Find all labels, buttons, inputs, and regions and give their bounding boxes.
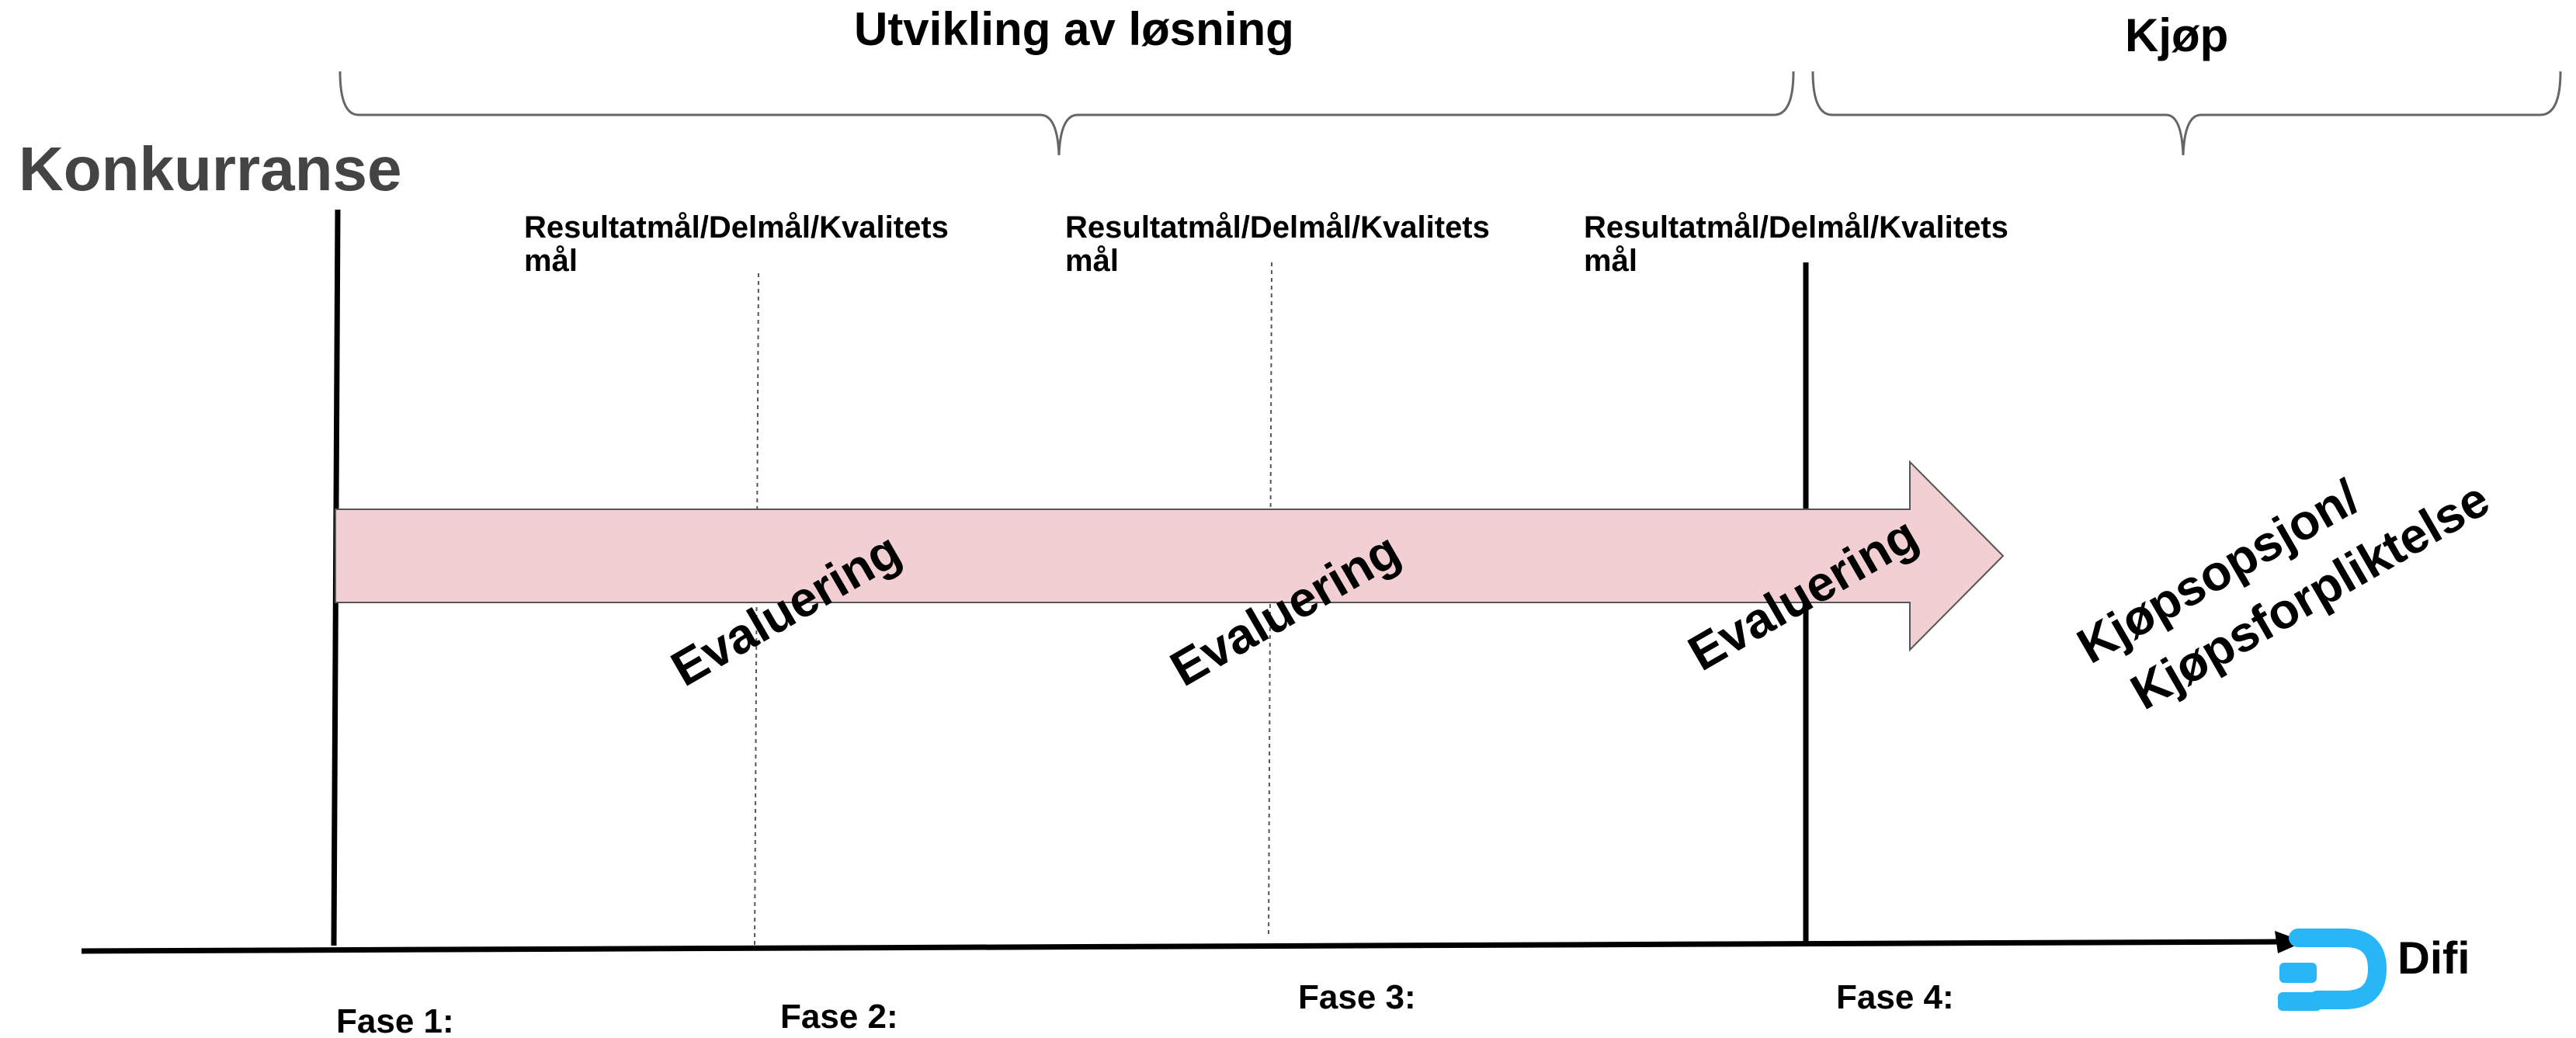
development-label: Utvikling av løsning	[854, 3, 1294, 55]
difi-logo-text: Difi	[2397, 933, 2470, 984]
phase-label-1: Fase 1:	[336, 1002, 454, 1038]
goal-label-2-line2: mål	[1065, 244, 1119, 279]
goal-label-1-line2: mål	[524, 244, 578, 279]
phase-label-3: Fase 3:	[1298, 978, 1416, 1016]
goal-label-3: Resultatmål/Delmål/Kvalitets mål	[1584, 210, 2008, 279]
goal-label-2: Resultatmål/Delmål/Kvalitets mål	[1065, 210, 1490, 279]
timeline-axis	[81, 939, 2282, 954]
purchase-label: Kjøp	[2125, 9, 2229, 61]
phase-label-4: Fase 4:	[1836, 978, 1954, 1016]
goal-label-3-line2: mål	[1584, 244, 1637, 279]
timeline-arrowhead	[2275, 931, 2304, 953]
phase-label-2: Fase 2:	[780, 998, 898, 1036]
process-arrow	[335, 460, 2005, 652]
goal-label-1: Resultatmål/Delmål/Kvalitets mål	[524, 210, 949, 279]
purchase-brace	[1811, 71, 2562, 156]
development-brace	[338, 71, 1795, 156]
difi-logo-icon	[2278, 929, 2387, 1011]
goal-label-3-line1: Resultatmål/Delmål/Kvalitets	[1584, 210, 2008, 245]
goal-label-1-line1: Resultatmål/Delmål/Kvalitets	[524, 210, 949, 245]
phase2-divider	[754, 273, 759, 946]
competition-title: Konkurranse	[19, 134, 402, 203]
goal-label-2-line1: Resultatmål/Delmål/Kvalitets	[1065, 210, 1490, 245]
